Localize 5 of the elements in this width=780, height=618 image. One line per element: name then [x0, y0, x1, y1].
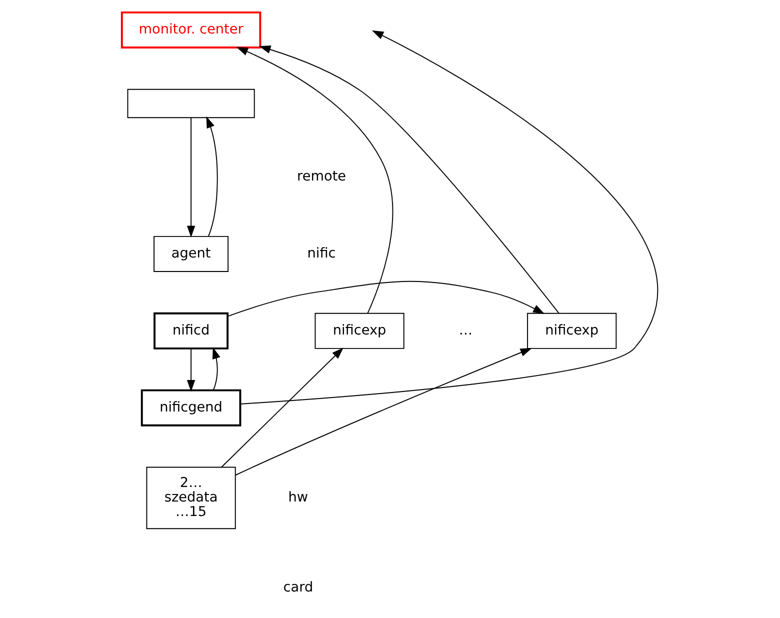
label: remote: [297, 168, 346, 185]
label: card: [283, 580, 314, 596]
label: nific: [307, 246, 336, 262]
label: hw: [288, 490, 308, 506]
label: …: [458, 322, 473, 339]
